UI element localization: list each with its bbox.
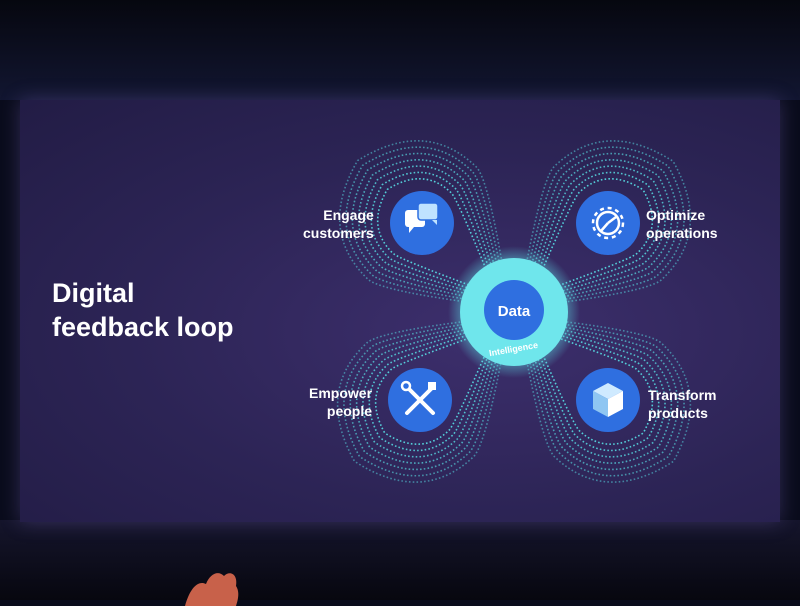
slide-title-line2: feedback loop — [52, 312, 234, 342]
loop-engage-ring — [364, 165, 496, 295]
label-transform-line1: Transform — [648, 387, 717, 403]
loop-optimize-ring — [525, 140, 692, 304]
loop-engage-ring — [376, 177, 491, 290]
loop-empower-ring — [336, 320, 503, 483]
label-optimize-line2: operations — [646, 225, 718, 241]
loop-engage-ring — [370, 171, 493, 293]
label-engage: Engage customers — [303, 206, 374, 242]
node-optimize — [576, 191, 640, 255]
loop-engage-ring — [345, 146, 502, 301]
tools-icon — [400, 380, 436, 415]
loop-transform-ring — [535, 331, 660, 452]
loop-empower-ring — [368, 331, 493, 452]
loop-engage-ring — [357, 159, 498, 297]
label-empower-line1: Empower — [309, 385, 373, 401]
loop-optimize-ring — [529, 152, 679, 300]
slide-title-line1: Digital — [52, 278, 135, 308]
slide-title: Digital feedback loop — [52, 276, 234, 344]
label-engage-line1: Engage — [323, 207, 374, 223]
node-empower — [388, 368, 452, 432]
audience-hand — [185, 573, 239, 606]
label-optimize-line1: Optimize — [646, 207, 706, 223]
cube-icon — [593, 383, 623, 417]
loop-empower-ring — [362, 329, 495, 458]
room-background-top — [0, 0, 800, 100]
feedback-loop-diagram: Data Intelligence — [336, 140, 692, 483]
loop-optimize-ring — [533, 165, 666, 295]
projection-screen: Digital feedback loop Data Intelligence — [20, 100, 780, 522]
room-background-bottom — [0, 520, 800, 600]
loop-transform-ring — [525, 320, 692, 483]
loop-optimize-ring — [535, 171, 660, 293]
label-optimize: Optimize operations — [646, 206, 718, 242]
label-transform-line2: products — [648, 405, 708, 421]
loop-engage-ring — [338, 140, 504, 303]
loop-transform-ring — [533, 329, 666, 458]
node-transform — [576, 368, 640, 432]
hub-core — [484, 280, 544, 340]
gear-icon — [591, 206, 625, 240]
node-engage — [390, 191, 454, 255]
label-empower-line2: people — [326, 403, 373, 419]
feedback-loops — [336, 140, 692, 483]
loop-transform-ring — [537, 333, 654, 445]
label-engage-line2: customers — [303, 225, 374, 241]
loop-empower-ring — [374, 333, 491, 445]
chat-bubbles-icon — [405, 202, 439, 233]
loop-engage-ring — [351, 152, 500, 299]
loop-empower-ring — [349, 324, 499, 471]
loop-empower-ring — [355, 326, 497, 464]
label-empower: Empower people — [309, 384, 372, 420]
loop-transform-ring — [529, 324, 679, 471]
hub-label: Data — [498, 303, 531, 320]
data-hub: Data Intelligence — [448, 246, 580, 378]
label-transform: Transform products — [648, 386, 716, 422]
loop-transform-ring — [531, 326, 673, 464]
